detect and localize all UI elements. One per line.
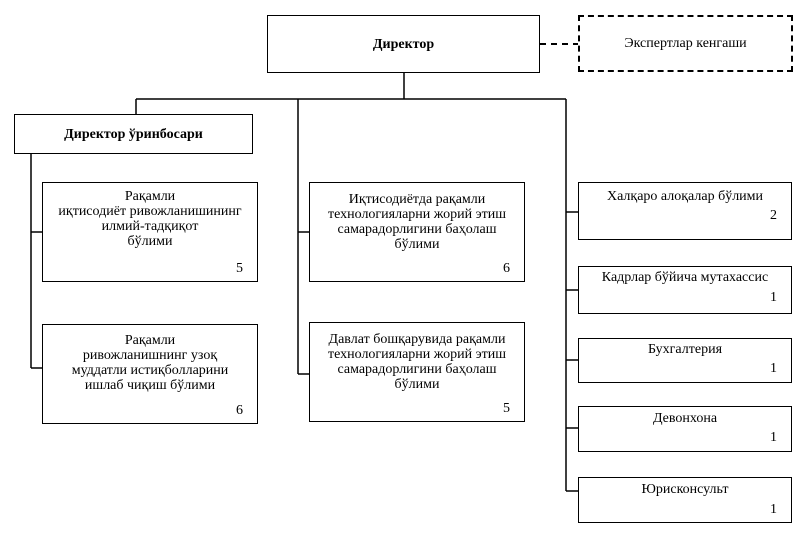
- right-unit-1-count: 2: [770, 208, 777, 223]
- right-unit-5: Юрисконсульт 1: [578, 477, 792, 523]
- left-unit-1-label: Рақамли иқтисодиёт ривожланишининг илмий…: [58, 189, 242, 249]
- middle-unit-1: Иқтисодиётда рақамли технологияларни жор…: [309, 182, 525, 282]
- deputy-box: Директор ўринбосари: [14, 114, 253, 154]
- left-unit-2-label: Рақамли ривожланишнинг узоқ муддатли ист…: [71, 333, 229, 393]
- left-unit-1: Рақамли иқтисодиёт ривожланишининг илмий…: [42, 182, 258, 282]
- right-unit-4-label: Девонхона: [652, 411, 718, 426]
- director-label: Директор: [372, 36, 435, 52]
- right-unit-2-label: Кадрлар бўйича мутахассис: [601, 270, 769, 285]
- right-unit-2: Кадрлар бўйича мутахассис 1: [578, 266, 792, 314]
- right-unit-3: Бухгалтерия 1: [578, 338, 792, 383]
- middle-unit-1-count: 6: [503, 261, 510, 276]
- left-unit-2-count: 6: [236, 403, 243, 418]
- expert-council-box: Экспертлар кенгаши: [578, 15, 793, 72]
- left-unit-1-count: 5: [236, 261, 243, 276]
- right-unit-4-count: 1: [770, 430, 777, 445]
- right-unit-2-count: 1: [770, 290, 777, 305]
- middle-unit-2: Давлат бошқарувида рақамли технологиялар…: [309, 322, 525, 422]
- right-unit-4: Девонхона 1: [578, 406, 792, 452]
- right-unit-3-count: 1: [770, 361, 777, 376]
- right-unit-5-count: 1: [770, 502, 777, 517]
- right-unit-5-label: Юрисконсульт: [641, 482, 729, 497]
- right-unit-3-label: Бухгалтерия: [647, 342, 723, 357]
- director-box: Директор: [267, 15, 540, 73]
- middle-unit-2-label: Давлат бошқарувида рақамли технологиялар…: [327, 332, 506, 392]
- middle-unit-2-count: 5: [503, 401, 510, 416]
- right-unit-1-label: Халқаро алоқалар бўлими: [606, 189, 764, 204]
- left-unit-2: Рақамли ривожланишнинг узоқ муддатли ист…: [42, 324, 258, 424]
- right-unit-1: Халқаро алоқалар бўлими 2: [578, 182, 792, 240]
- deputy-label: Директор ўринбосари: [64, 126, 203, 142]
- expert-council-label: Экспертлар кенгаши: [624, 36, 747, 51]
- middle-unit-1-label: Иқтисодиётда рақамли технологияларни жор…: [327, 192, 506, 252]
